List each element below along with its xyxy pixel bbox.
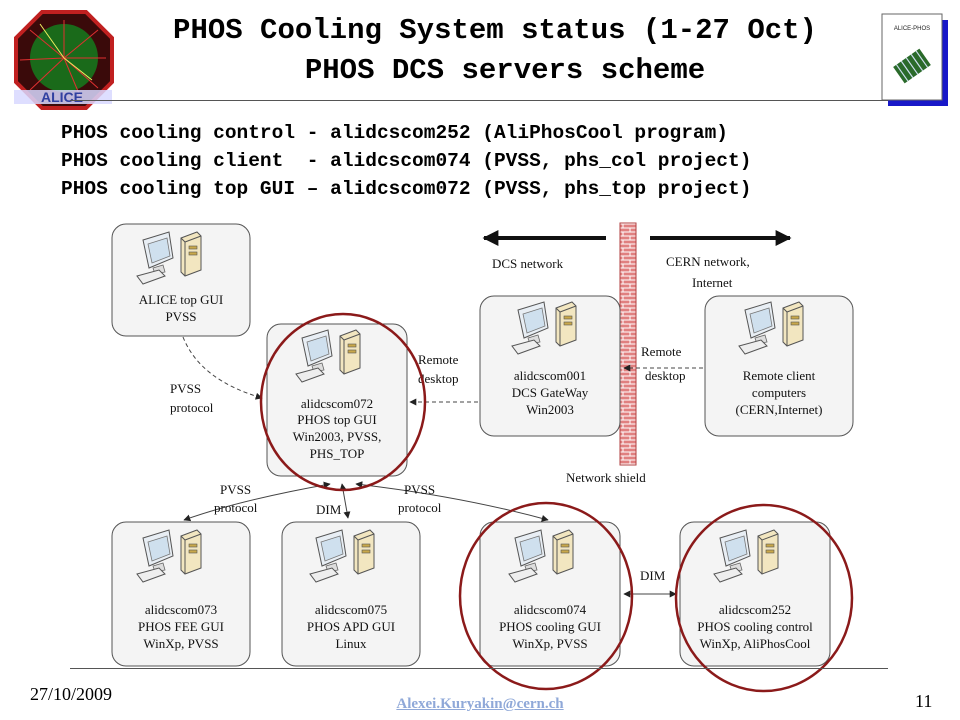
info-line-control: PHOS cooling control - alidcscom252 (Ali… <box>61 122 729 144</box>
svg-text:PHOS top GUI: PHOS top GUI <box>297 412 376 427</box>
svg-text:PHOS cooling control: PHOS cooling control <box>697 619 813 634</box>
network-shield-label: Network shield <box>566 470 646 485</box>
edge-072-to-073 <box>183 481 331 522</box>
node-alidcscom075: alidcscom075 PHOS APD GUI Linux <box>281 521 421 667</box>
dim-right-label: DIM <box>640 568 666 583</box>
svg-text:PHOS FEE GUI: PHOS FEE GUI <box>138 619 224 634</box>
svg-text:DCS GateWay: DCS GateWay <box>512 385 589 400</box>
svg-text:alidcscom075: alidcscom075 <box>315 602 387 617</box>
network-shield-wall <box>619 222 637 466</box>
remote-desktop-left-2: desktop <box>418 371 458 386</box>
svg-text:computers: computers <box>752 385 806 400</box>
svg-text:PHOS APD GUI: PHOS APD GUI <box>307 619 395 634</box>
page-number: 11 <box>915 691 933 711</box>
node-alidcscom074: alidcscom074 PHOS cooling GUI WinXp, PVS… <box>479 521 621 667</box>
page-title: PHOS Cooling System status (1-27 Oct) <box>173 14 817 47</box>
svg-text:alidcscom074: alidcscom074 <box>514 602 587 617</box>
svg-text:Remote client: Remote client <box>743 368 816 383</box>
dcs-network-label: DCS network <box>492 256 564 271</box>
node-alidcscom252: alidcscom252 PHOS cooling control WinXp,… <box>679 521 831 667</box>
svg-text:alidcscom072: alidcscom072 <box>301 396 373 411</box>
node-alidcscom073: alidcscom073 PHOS FEE GUI WinXp, PVSS <box>111 521 251 667</box>
remote-desktop-right-2: desktop <box>645 368 685 383</box>
footer-date: 27/10/2009 <box>30 684 113 704</box>
pvss-protocol-left-1: PVSS <box>220 482 251 497</box>
svg-text:ALICE top GUI: ALICE top GUI <box>139 292 224 307</box>
svg-text:alidcscom073: alidcscom073 <box>145 602 217 617</box>
pvss-protocol-top-2: protocol <box>170 400 214 415</box>
edge-alice-to-072 <box>182 336 263 400</box>
phos-logo: ALICE-PHOS <box>881 13 948 106</box>
highlight-circle-072 <box>259 312 427 492</box>
cern-network-label-1: CERN network, <box>666 254 750 269</box>
svg-text:Win2003: Win2003 <box>526 402 574 417</box>
pvss-protocol-right-2: protocol <box>398 500 442 515</box>
svg-text:WinXp, AliPhosCool: WinXp, AliPhosCool <box>700 636 811 651</box>
footer-email-link[interactable]: Alexei.Kuryakin@cern.ch <box>396 696 564 712</box>
page-subtitle: PHOS DCS servers scheme <box>304 54 706 87</box>
svg-text:alidcscom252: alidcscom252 <box>719 602 791 617</box>
alice-logo-text: ALICE <box>41 89 83 105</box>
footer-divider <box>70 668 888 669</box>
pvss-protocol-right-1: PVSS <box>404 482 435 497</box>
pvss-protocol-top-1: PVSS <box>170 381 201 396</box>
cern-network-label-2: Internet <box>692 275 733 290</box>
dim-mid-label: DIM <box>316 502 342 517</box>
svg-text:alidcscom001: alidcscom001 <box>514 368 586 383</box>
node-alidcscom072: alidcscom072 PHOS top GUI Win2003, PVSS,… <box>266 323 408 477</box>
svg-text:Win2003, PVSS,: Win2003, PVSS, <box>293 429 382 444</box>
svg-text:WinXp, PVSS: WinXp, PVSS <box>512 636 587 651</box>
remote-desktop-right-1: Remote <box>641 344 682 359</box>
svg-text:PHOS cooling GUI: PHOS cooling GUI <box>499 619 601 634</box>
svg-text:PHS_TOP: PHS_TOP <box>310 446 365 461</box>
phos-logo-text: ALICE-PHOS <box>894 26 930 32</box>
node-alice-top-gui: ALICE top GUI PVSS <box>111 223 251 337</box>
node-remote-client: Remote client computers (CERN,Internet) <box>704 295 854 437</box>
info-line-top-gui: PHOS cooling top GUI – alidcscom072 (PVS… <box>61 178 752 200</box>
highlight-circle-252 <box>674 503 854 693</box>
svg-text:PVSS: PVSS <box>165 309 196 324</box>
svg-text:(CERN,Internet): (CERN,Internet) <box>735 402 822 417</box>
node-alidcscom001: alidcscom001 DCS GateWay Win2003 <box>479 295 621 437</box>
svg-text:WinXp, PVSS: WinXp, PVSS <box>143 636 218 651</box>
alice-logo: ALICE <box>14 10 114 110</box>
remote-desktop-left-1: Remote <box>418 352 459 367</box>
pvss-protocol-left-2: protocol <box>214 500 258 515</box>
header-divider <box>70 100 888 101</box>
highlight-circle-074 <box>458 501 634 691</box>
info-line-client: PHOS cooling client - alidcscom074 (PVSS… <box>61 150 752 172</box>
svg-text:Linux: Linux <box>335 636 367 651</box>
edge-072-to-074 <box>355 481 549 522</box>
